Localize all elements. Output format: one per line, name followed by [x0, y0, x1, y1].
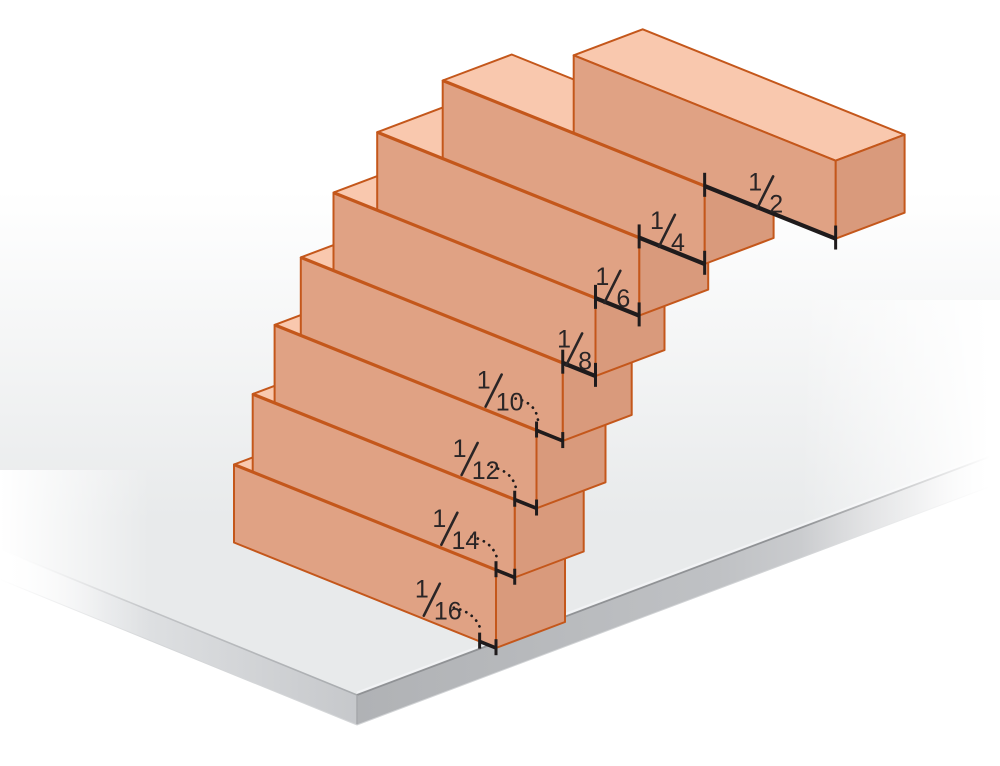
block-interface-line: [252, 392, 538, 510]
fraction-slash: [460, 441, 479, 477]
table-right-fade: [790, 300, 1000, 766]
fraction-slash: [603, 269, 622, 305]
table-left-fade: [0, 470, 160, 766]
fraction-label-1-12: 112: [453, 435, 500, 485]
measure-bar-1-14: [494, 561, 517, 585]
measure-bar-1-12: [513, 490, 539, 516]
measure-bar-1-4: [637, 224, 707, 275]
fraction-label-1-16: 116: [415, 576, 462, 626]
svg-text:1: 1: [477, 367, 491, 395]
svg-text:1: 1: [748, 168, 762, 196]
svg-text:1: 1: [595, 263, 609, 291]
block-interface-line: [274, 323, 564, 443]
fraction-label-1-10: 110: [477, 367, 524, 417]
svg-text:1: 1: [432, 505, 446, 533]
fraction-slash: [657, 213, 677, 249]
svg-text:4: 4: [671, 229, 685, 257]
measure-bar-1-6: [593, 284, 641, 327]
leader-dotted-1-14: [470, 535, 499, 562]
fraction-label-1-4: 14: [650, 207, 685, 257]
fraction-slash: [564, 332, 584, 367]
svg-text:16: 16: [434, 598, 462, 626]
leader-dotted-1-16: [452, 606, 483, 633]
measure-bar-1-16: [478, 632, 498, 656]
svg-text:6: 6: [616, 285, 630, 313]
fraction-slash: [755, 175, 775, 210]
fraction-label-1-8: 18: [557, 325, 592, 375]
block-1: [572, 28, 906, 240]
svg-text:10: 10: [496, 389, 524, 417]
leader-dotted-1-12: [490, 465, 518, 491]
fraction-label-1-2: 12: [748, 168, 783, 218]
svg-text:1: 1: [415, 576, 429, 604]
svg-text:14: 14: [451, 527, 479, 555]
measure-bar-1-10: [535, 421, 565, 449]
svg-text:8: 8: [578, 347, 592, 375]
fraction-slash: [484, 373, 503, 408]
measure-bar-1-2: [703, 172, 838, 250]
block-interface-line: [332, 191, 640, 318]
svg-text:1: 1: [453, 435, 467, 463]
fraction-slash: [422, 582, 442, 618]
svg-text:2: 2: [769, 190, 783, 218]
svg-text:1: 1: [650, 207, 664, 235]
fraction-label-1-14: 114: [432, 505, 479, 555]
block-interface-line: [300, 255, 597, 378]
fraction-label-1-6: 16: [595, 263, 630, 313]
fraction-slash: [440, 511, 459, 547]
svg-text:12: 12: [472, 457, 500, 485]
measure-bar-1-8: [561, 349, 597, 387]
svg-text:1: 1: [557, 325, 571, 353]
block-interface-line: [233, 463, 516, 579]
